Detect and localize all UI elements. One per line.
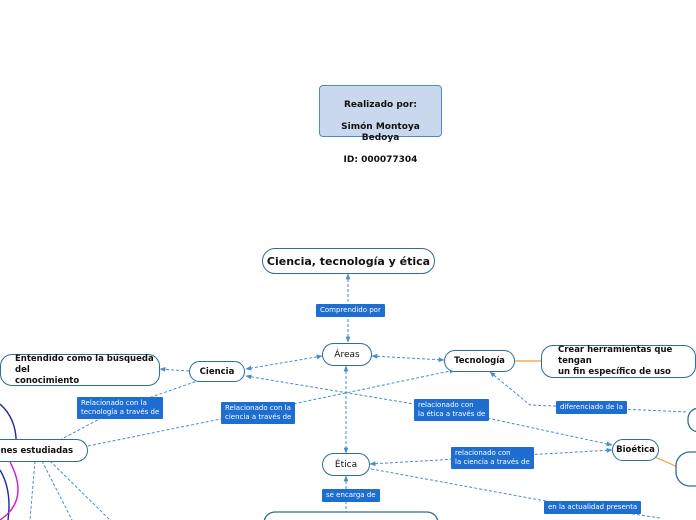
author-note-line3: ID: 000077304	[343, 155, 418, 165]
link-relaciones-down-3	[49, 460, 111, 520]
label-rel-tec[interactable]: Relacionado con la tecnología a través d…	[77, 397, 164, 419]
link-ciencia-relaciones	[59, 379, 201, 441]
link-relaciones-down-2	[41, 460, 73, 520]
offscreen-node-right-2	[675, 451, 696, 487]
label-comprendido[interactable]: Comprendido por	[316, 304, 385, 317]
offscreen-node-right-1	[687, 407, 696, 433]
node-tecnologia[interactable]: Tecnología	[444, 350, 515, 372]
node-root[interactable]: Ciencia, tecnología y ética	[262, 248, 435, 274]
label-diferenciado[interactable]: diferenciado de la	[556, 401, 627, 414]
node-areas[interactable]: Áreas	[322, 343, 372, 366]
node-relaciones-label: Relaciones estudiadas	[0, 445, 73, 456]
node-etica[interactable]: Ética	[322, 453, 370, 476]
node-ciencia[interactable]: Ciencia	[189, 361, 245, 382]
node-relaciones[interactable]: Relaciones estudiadas	[0, 439, 88, 462]
link-areas-ciencia	[245, 354, 323, 371]
label-actualidad[interactable]: en la actualidad presenta	[544, 501, 642, 514]
link-relaciones-down-1	[29, 460, 36, 520]
link-tecnologia-diferenciado	[489, 371, 689, 413]
label-rel-cien2[interactable]: relacionado con la ciencia a través de	[451, 447, 534, 469]
link-ciencia-def	[159, 366, 190, 372]
author-note: Realizado por: Simón Montoya Bedoya ID: …	[319, 85, 442, 165]
label-encarga[interactable]: se encarga de	[322, 489, 380, 502]
branch-navy-2	[0, 469, 10, 520]
node-tecnologia-def[interactable]: Crear herramientas que tengan un fin esp…	[541, 345, 696, 378]
link-areas-tecnologia	[371, 353, 445, 363]
branch-magenta	[0, 461, 19, 520]
author-note-line1: Realizado por:	[343, 100, 417, 110]
offscreen-node-bottom	[263, 511, 439, 520]
author-note-line2: Simón Montoya Bedoya	[341, 122, 420, 143]
node-bioetica[interactable]: Bioética	[612, 439, 659, 461]
node-ciencia-def[interactable]: Entendido como la búsqueda del conocimie…	[0, 354, 160, 386]
label-rel-cien[interactable]: Relacionado con la ciencia a través de	[221, 402, 296, 424]
label-rel-etica[interactable]: relacionado con la ética a través de	[414, 399, 490, 421]
